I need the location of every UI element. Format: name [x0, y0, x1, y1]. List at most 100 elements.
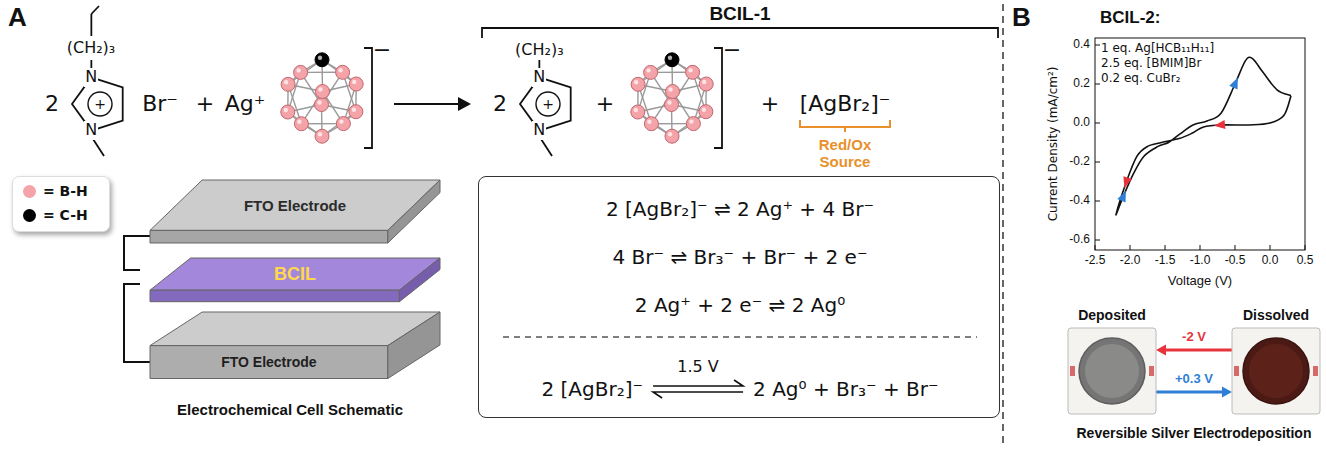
y-tick: [1095, 240, 1100, 241]
label-text: -0.6: [1069, 233, 1090, 247]
cage-atom: [644, 65, 658, 79]
cage-atom: [699, 105, 713, 119]
label-text: N: [84, 68, 98, 86]
atom-highlight: [702, 108, 706, 112]
node-text: 2 [AgBr₂]⁻: [541, 378, 643, 401]
atom-highlight: [338, 68, 342, 72]
legend-text: = B-H: [43, 183, 88, 199]
source-bracket: [800, 120, 890, 132]
label-text: -0.4: [1069, 194, 1090, 208]
label-text: N: [532, 121, 546, 139]
node-text: Deposited: [1078, 307, 1146, 323]
label-text: Red/Ox Source: [805, 136, 885, 171]
cage-atom: [316, 85, 330, 99]
charge-bracket: [714, 48, 722, 148]
slab-face: [388, 312, 440, 379]
photo-ground: [1232, 328, 1320, 414]
scan-direction-arrow: [1117, 191, 1126, 203]
y-tick: [1095, 123, 1100, 124]
legend-box: = B-H = C-H: [12, 176, 110, 232]
connector: [1164, 349, 1232, 352]
atom-highlight: [318, 132, 322, 136]
slab-face: [150, 290, 399, 302]
contact-clip: [1234, 366, 1239, 376]
label-text: −: [723, 37, 741, 62]
legend-swatch: [23, 209, 36, 222]
x-tick: [1305, 245, 1306, 250]
cage-atom: [631, 105, 645, 119]
y-tick: [1095, 84, 1100, 85]
label-text: -0.2: [1069, 155, 1090, 169]
cage-atom: [336, 117, 350, 131]
atom-highlight: [667, 100, 671, 104]
atom-highlight: [668, 87, 672, 91]
electrode-plate: FTO Electrode: [150, 312, 440, 382]
arrowhead: [1222, 387, 1232, 398]
aromatic-circle: [536, 92, 560, 116]
label-text: 0.4: [1073, 38, 1090, 52]
reaction-arrowhead: [458, 97, 471, 111]
label-text: BCIL-1: [709, 3, 770, 25]
node-text: FTO Electrode: [244, 197, 346, 214]
node-shape: [150, 312, 440, 382]
node-text: 2 [AgBr₂]⁻ ⇌ 2 Ag⁺ + 4 Br⁻: [606, 198, 874, 221]
label-text: Reversible Silver Electrodeposition: [1077, 425, 1312, 441]
electrode-disc-inner: [1085, 344, 1139, 398]
label-text: 0.2 eq. CuBr₂: [1101, 72, 1181, 86]
photo-panel: Deposited: [1068, 304, 1156, 416]
label-text: 2: [45, 91, 59, 116]
panel-divider: [1002, 4, 1004, 445]
slab-face: [150, 346, 388, 379]
label-text: 0.2: [1073, 77, 1090, 91]
label-text: B: [1012, 3, 1031, 33]
node-text: 1.5 V: [677, 358, 718, 376]
reaction-arrow: [394, 103, 460, 105]
atom-highlight: [352, 108, 356, 112]
atom-highlight: [634, 80, 638, 84]
slab-face: [399, 258, 440, 302]
slab-face: [388, 180, 440, 243]
photo-panel: Dissolved: [1232, 304, 1320, 416]
cell-wire: [124, 236, 150, 270]
label-text: −: [373, 37, 391, 62]
label-text: Current Density (mA/cm²): [1047, 67, 1061, 222]
label-text: (CH₂)₃: [67, 39, 116, 57]
atom-highlight: [647, 120, 651, 124]
label-text: [AgBr₂]⁻: [800, 91, 891, 116]
arrowhead: [1156, 345, 1166, 356]
cage-atom: [666, 85, 680, 99]
cage-atom: [315, 98, 329, 112]
label-text: 0.0: [1073, 116, 1090, 130]
label-text: BCIL-2:: [1100, 8, 1160, 28]
electrolyte-layer: BCIL: [150, 258, 440, 304]
cage-atom: [631, 77, 645, 91]
label-text: 1 eq. Ag[HCB₁₁H₁₁]: [1101, 42, 1214, 56]
electrode-disc: [1079, 338, 1145, 404]
atom-highlight: [702, 80, 706, 84]
cage-atom: [281, 77, 295, 91]
electrode-disc: [1243, 338, 1309, 404]
scan-direction-arrow: [1214, 120, 1226, 129]
atom-highlight: [297, 120, 301, 124]
y-tick: [1095, 201, 1100, 202]
cage-atom: [315, 53, 329, 67]
cage-atom: [665, 129, 679, 143]
legend-text: = C-H: [43, 207, 88, 223]
node-shape: [150, 180, 440, 250]
contact-clip: [1149, 366, 1154, 376]
label-text: -2.5: [1085, 254, 1106, 268]
bond-line: [90, 60, 92, 68]
photo-ground: [1068, 328, 1156, 414]
cage-atom: [686, 117, 700, 131]
node-text: 4 Br⁻ ⇌ Br₃⁻ + Br⁻ + 2 e⁻: [613, 246, 868, 269]
label-text: +: [542, 96, 554, 112]
cage-atom: [336, 65, 350, 79]
atom-highlight: [668, 132, 672, 136]
atom-highlight: [339, 119, 343, 123]
cage-atom: [644, 117, 658, 131]
label-text: 0.0: [1262, 254, 1279, 268]
atom-highlight: [284, 80, 288, 84]
atom-highlight: [634, 108, 638, 112]
cage-atom: [281, 105, 295, 119]
